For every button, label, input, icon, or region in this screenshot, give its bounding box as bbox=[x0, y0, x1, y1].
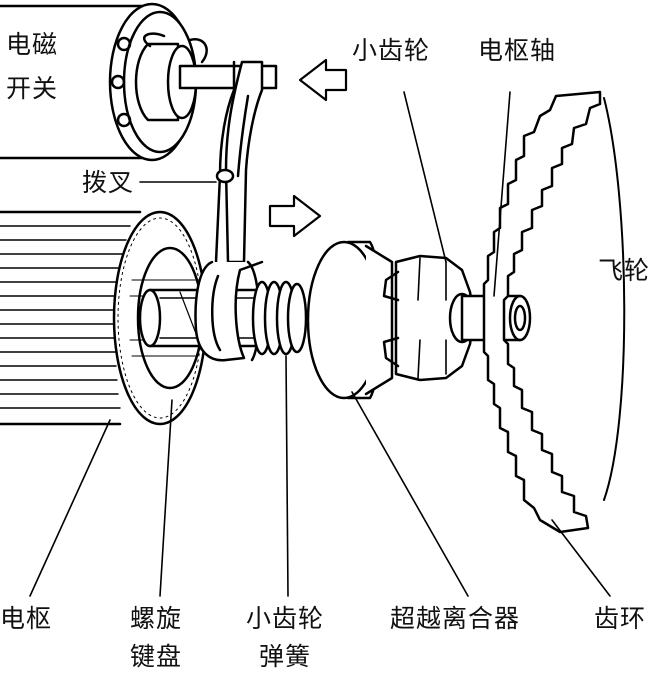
label-helical-spline-line2: 键盘 bbox=[130, 642, 183, 671]
solenoid-push-arrow bbox=[298, 58, 348, 102]
label-armature: 电枢 bbox=[0, 604, 53, 633]
label-armature-shaft: 电枢轴 bbox=[478, 36, 557, 65]
pinion-gear bbox=[382, 254, 476, 382]
label-pinion-spring-line2: 弹簧 bbox=[259, 642, 312, 671]
label-pinion-spring: 小齿轮 弹簧 bbox=[246, 604, 324, 672]
label-overrunning-clutch: 超越离合器 bbox=[390, 604, 521, 633]
shift-fork bbox=[214, 60, 264, 264]
solenoid-switch-body bbox=[0, 2, 278, 162]
pinion-spring bbox=[251, 280, 308, 356]
label-pinion: 小齿轮 bbox=[352, 36, 431, 65]
label-ring-gear: 齿环 bbox=[594, 604, 647, 633]
label-flywheel: 飞轮 bbox=[598, 256, 651, 285]
label-shift-fork: 拨叉 bbox=[82, 168, 135, 197]
label-helical-spline: 螺旋 键盘 bbox=[130, 604, 182, 672]
overrunning-clutch bbox=[306, 240, 394, 400]
flywheel-ring-gear bbox=[482, 90, 626, 534]
label-solenoid-switch-line1: 电磁 bbox=[6, 30, 59, 59]
leader-lines bbox=[29, 91, 611, 597]
label-solenoid-switch-line2: 开关 bbox=[6, 74, 59, 103]
label-helical-spline-line1: 螺旋 bbox=[130, 604, 183, 633]
pinion-engage-arrow bbox=[268, 194, 322, 238]
label-solenoid-switch: 电磁 开关 bbox=[6, 30, 58, 104]
label-pinion-spring-line1: 小齿轮 bbox=[246, 604, 325, 633]
